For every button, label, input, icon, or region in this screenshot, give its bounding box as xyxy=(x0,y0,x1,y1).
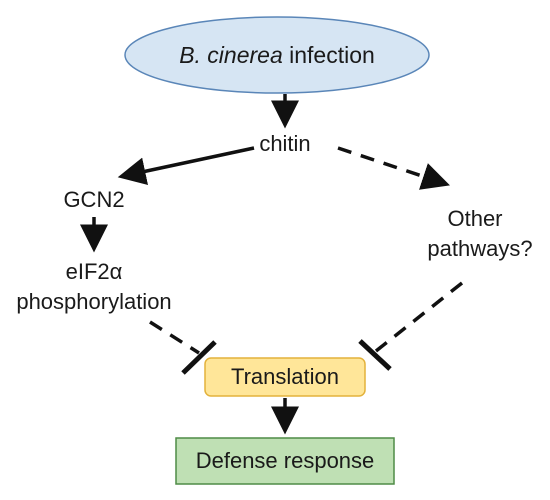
inhibition-bar-right xyxy=(358,339,392,371)
translation-label: Translation xyxy=(230,364,339,389)
other-pathways-label-line2: pathways? xyxy=(427,236,533,261)
defense-box xyxy=(175,437,395,485)
infection-word: infection xyxy=(282,42,375,68)
pathogen-name: B. cinerea xyxy=(179,42,283,68)
edge-chitin-to-gcn2 xyxy=(117,146,255,186)
gcn2-label: GCN2 xyxy=(63,187,125,212)
translation-box xyxy=(204,357,366,397)
eif2a-label-line1: eIF2α xyxy=(65,259,123,284)
infection-ellipse xyxy=(124,16,430,94)
edge-other-to-translation xyxy=(374,281,464,353)
eif2a-label-line2: phosphorylation xyxy=(16,289,172,314)
infection-label: B. cinerea infection xyxy=(177,41,377,69)
edge-chitin-to-other xyxy=(337,146,450,190)
defense-label: Defense response xyxy=(195,448,375,473)
other-pathways-label-line1: Other xyxy=(447,206,503,231)
inhibition-bar-left xyxy=(181,340,217,375)
edge-eif2a-to-translation xyxy=(149,320,200,355)
chitin-label: chitin xyxy=(259,131,311,156)
